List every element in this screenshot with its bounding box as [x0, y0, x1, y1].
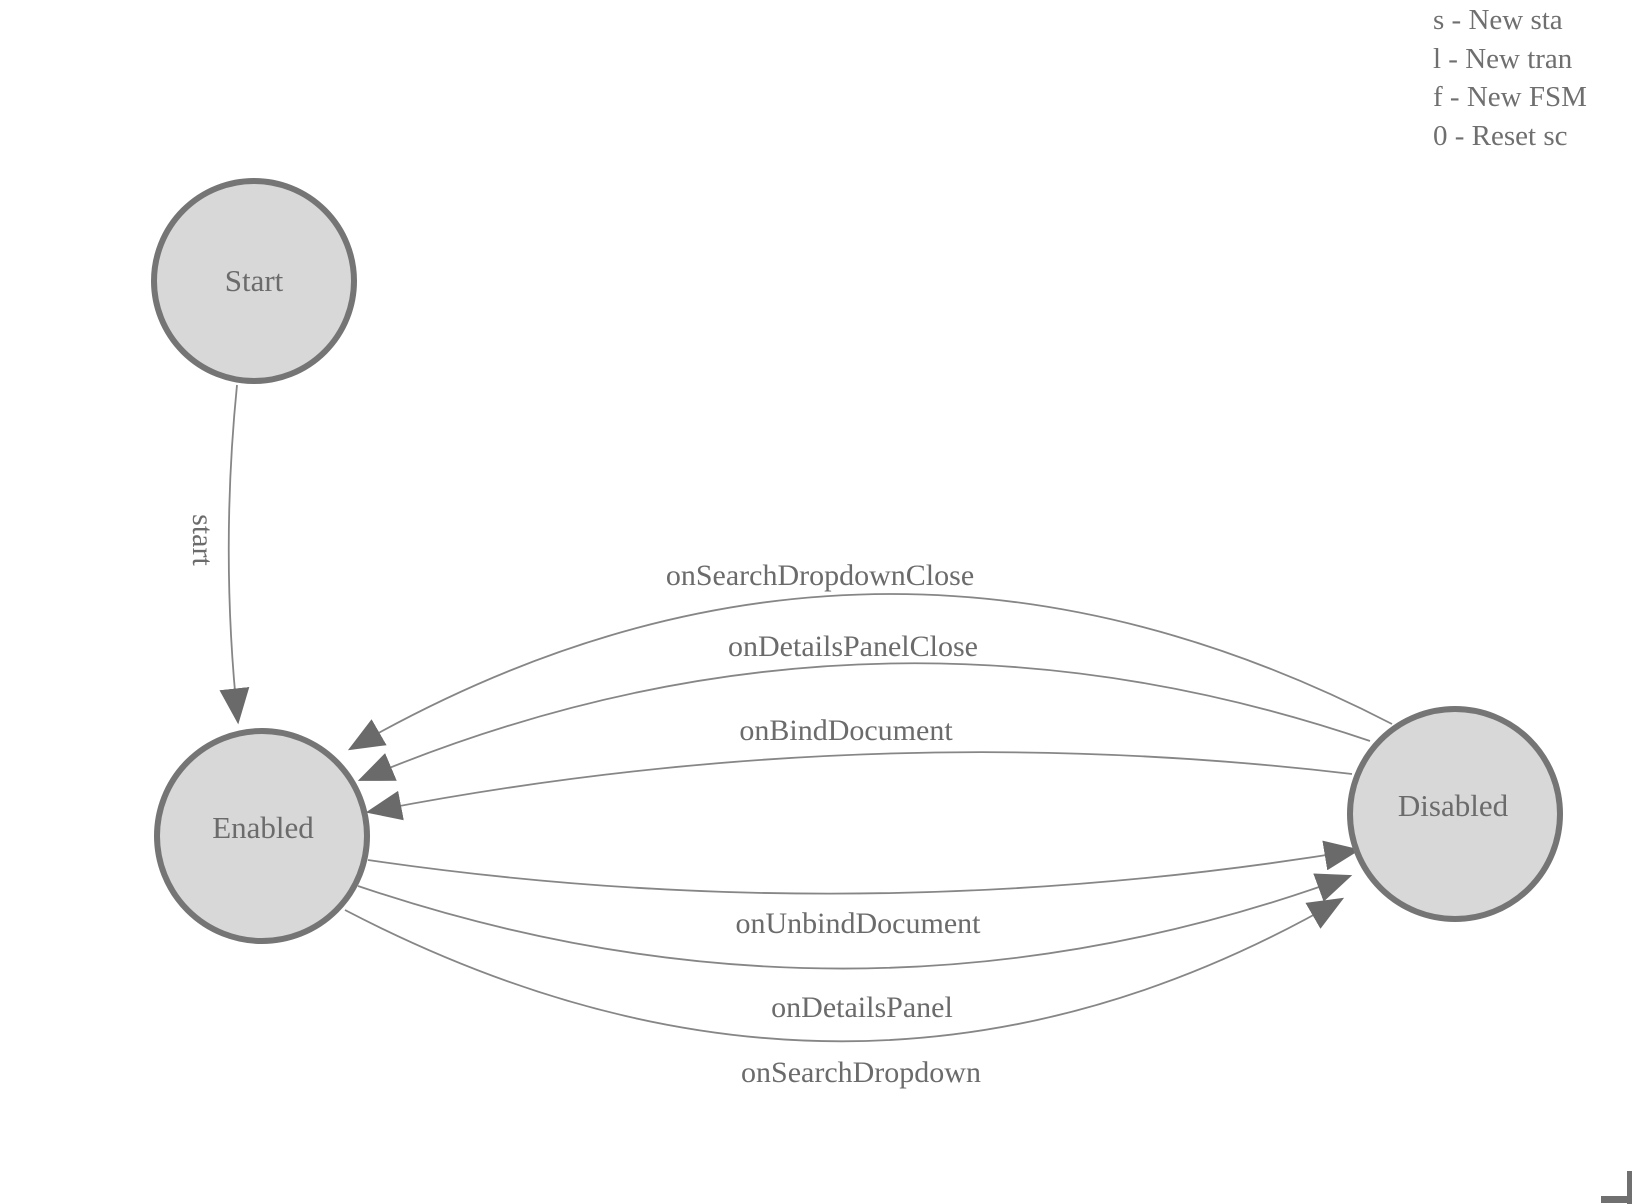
clipped-corner-shape-horizontal [1601, 1196, 1632, 1203]
transition-label-start[interactable]: start [186, 514, 219, 566]
legend-line-new-fsm: f - New FSM [1433, 81, 1587, 113]
state-start-label[interactable]: Start [225, 263, 284, 298]
transition-edge-start[interactable] [219, 384, 250, 725]
transition-label-onSearchDropdownClose[interactable]: onSearchDropdownClose [666, 559, 974, 592]
legend-line-new-state: s - New sta [1433, 4, 1563, 36]
state-enabled-label[interactable]: Enabled [212, 810, 314, 845]
transition-label-onDetailsPanel[interactable]: onDetailsPanel [771, 991, 953, 1024]
transition-label-onSearchDropdown[interactable]: onSearchDropdown [741, 1056, 981, 1089]
transition-edge-onSearchDropdown[interactable] [344, 897, 1345, 1043]
transition-edge-onUnbindDocument[interactable] [367, 840, 1361, 895]
shortcut-legend: s - New sta l - New tran f - New FSM 0 -… [1433, 1, 1587, 155]
transition-edge-onDetailsPanelClose[interactable] [357, 662, 1371, 781]
transition-edge-onSearchDropdownClose[interactable] [347, 593, 1393, 751]
transition-label-onBindDocument[interactable]: onBindDocument [739, 714, 953, 747]
state-start[interactable] [151, 178, 357, 384]
legend-line-new-transition: l - New tran [1433, 42, 1573, 75]
state-disabled-label[interactable]: Disabled [1398, 788, 1509, 823]
transition-label-onDetailsPanelClose[interactable]: onDetailsPanelClose [728, 630, 978, 663]
transition-edge-onBindDocument[interactable] [365, 751, 1353, 821]
state-disabled[interactable] [1347, 706, 1563, 922]
state-enabled[interactable] [154, 728, 370, 944]
clipped-corner-shape-vertical [1627, 1171, 1632, 1204]
transition-label-onUnbindDocument[interactable]: onUnbindDocument [736, 907, 982, 940]
legend-line-reset-scale: 0 - Reset sc [1433, 119, 1568, 152]
transition-edge-onDetailsPanel[interactable] [357, 873, 1353, 970]
